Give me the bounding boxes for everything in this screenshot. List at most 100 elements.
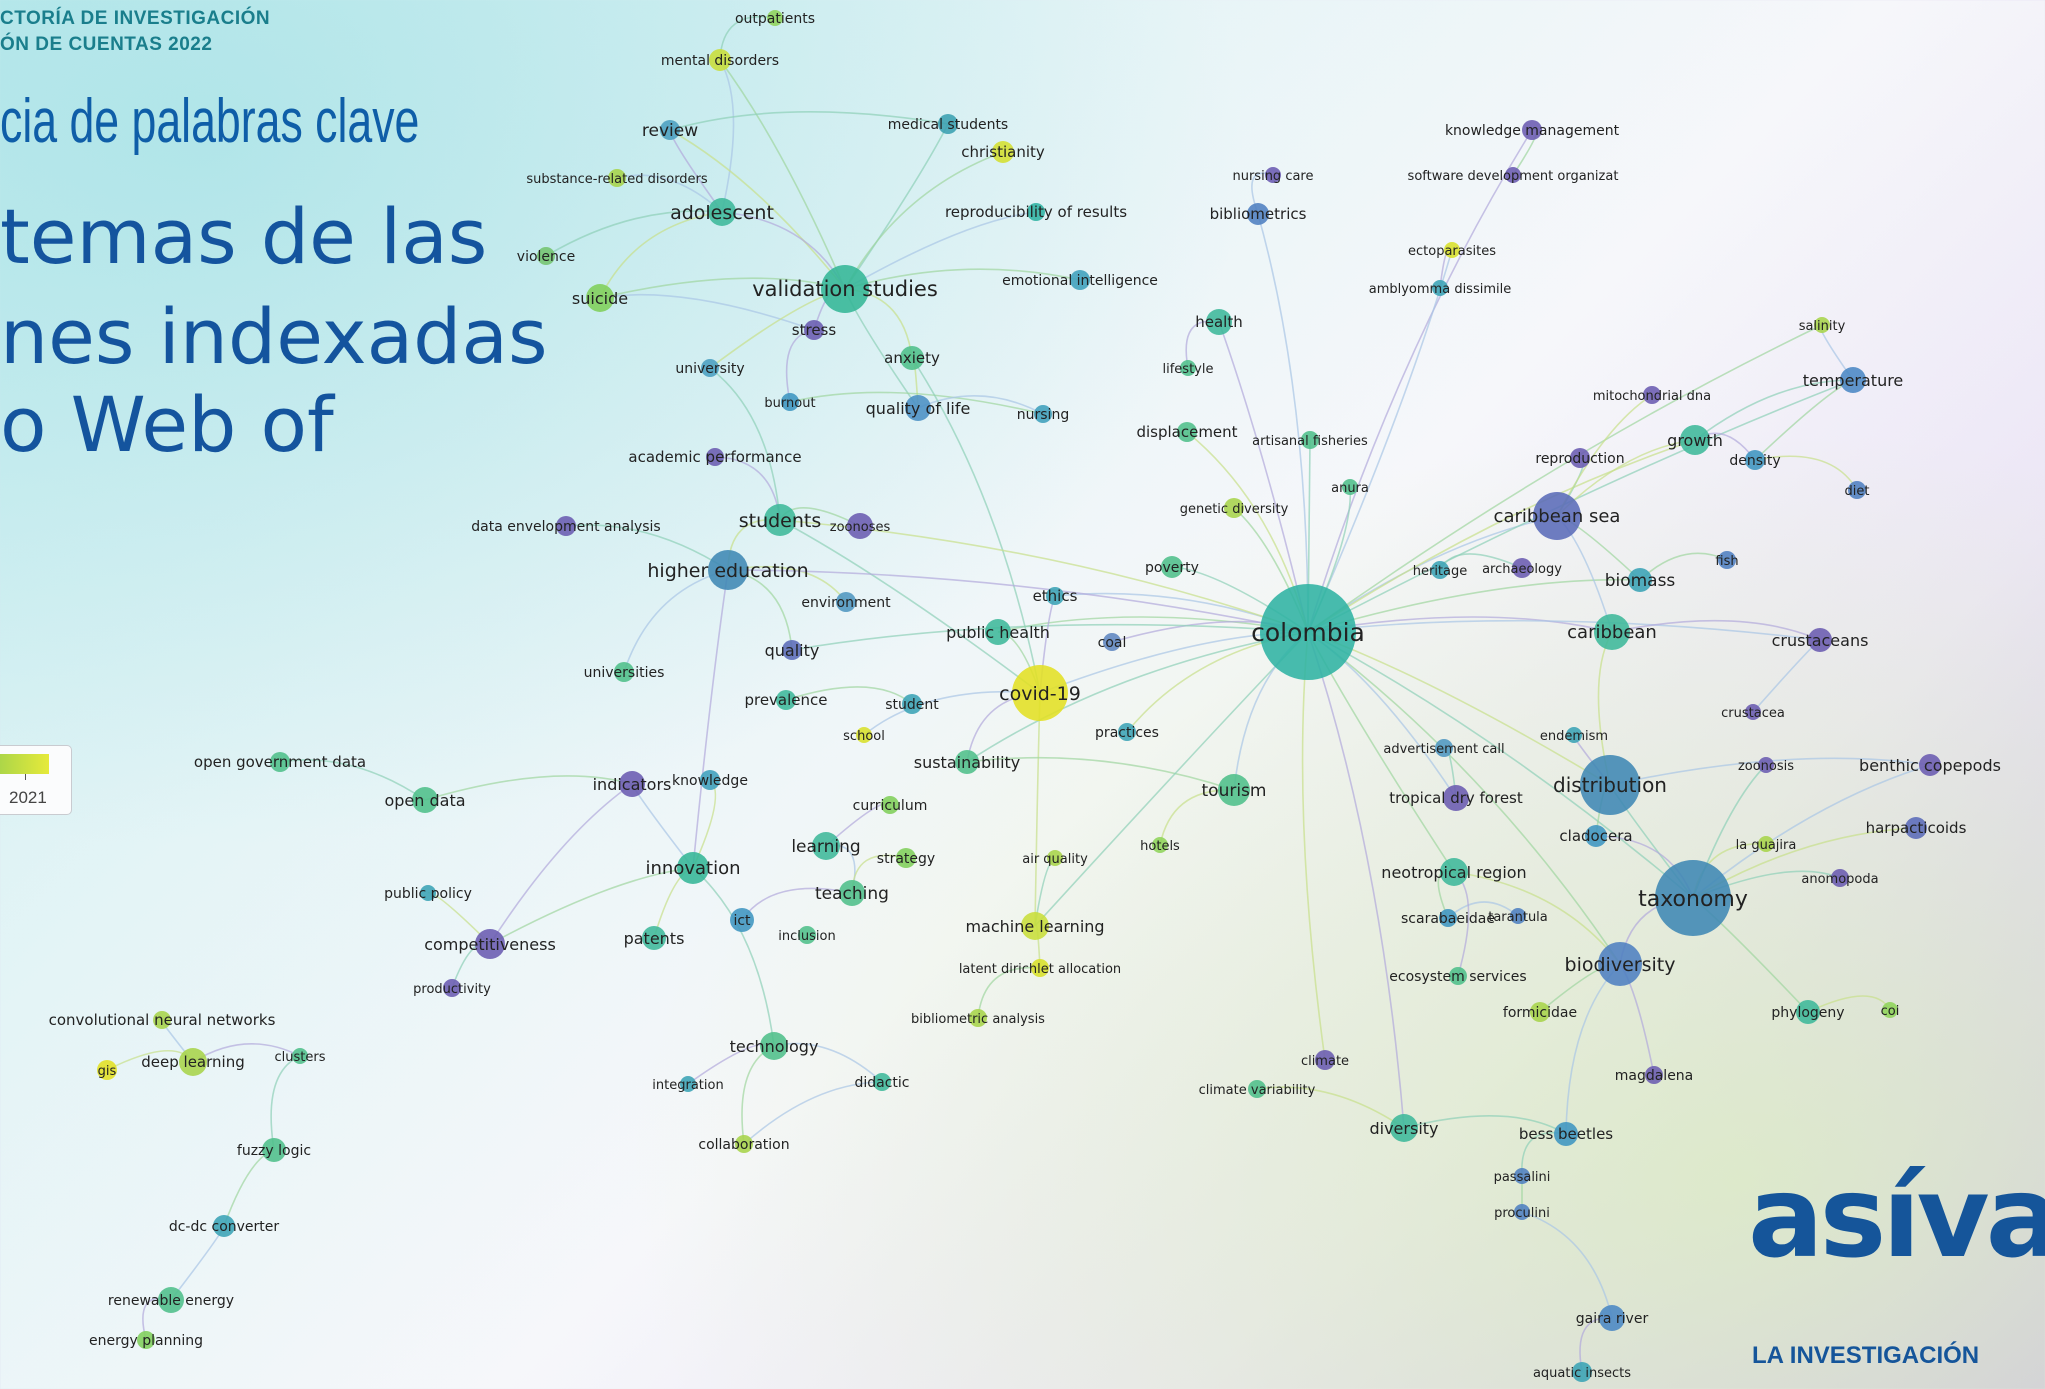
node-student[interactable] — [902, 694, 922, 714]
node-validation[interactable] — [821, 265, 869, 313]
node-formicidae[interactable] — [1530, 1002, 1550, 1022]
node-open_gov[interactable] — [270, 752, 290, 772]
node-outpatients[interactable] — [767, 10, 783, 26]
node-deep_learning[interactable] — [179, 1048, 207, 1076]
node-medical_students[interactable] — [938, 114, 958, 134]
node-tropical_dry[interactable] — [1443, 785, 1469, 811]
node-violence[interactable] — [537, 247, 555, 265]
node-biomass[interactable] — [1628, 568, 1652, 592]
node-higher_ed[interactable] — [708, 550, 748, 590]
node-anura[interactable] — [1342, 479, 1358, 495]
node-competitiveness[interactable] — [475, 929, 505, 959]
node-bibliometric_analysis[interactable] — [969, 1009, 987, 1027]
node-lifestyle[interactable] — [1180, 360, 1196, 376]
node-growth[interactable] — [1680, 425, 1710, 455]
node-reproduction[interactable] — [1570, 448, 1590, 468]
node-integration[interactable] — [680, 1076, 696, 1092]
node-emotional[interactable] — [1070, 270, 1090, 290]
node-nursing[interactable] — [1034, 405, 1052, 423]
node-cladocera[interactable] — [1585, 825, 1607, 847]
node-phylogeny[interactable] — [1796, 1000, 1820, 1024]
node-ectoparasites[interactable] — [1444, 242, 1460, 258]
node-dcdc[interactable] — [213, 1215, 235, 1237]
node-climate[interactable] — [1315, 1050, 1335, 1070]
node-amblyomma[interactable] — [1432, 280, 1448, 296]
node-colombia[interactable] — [1260, 584, 1356, 680]
node-prevalence[interactable] — [776, 690, 796, 710]
node-passalini[interactable] — [1514, 1168, 1530, 1184]
node-biodiversity[interactable] — [1598, 942, 1642, 986]
node-proculini[interactable] — [1514, 1204, 1530, 1220]
node-inclusion[interactable] — [798, 926, 816, 944]
node-aquatic_insects[interactable] — [1572, 1362, 1592, 1382]
node-anxiety[interactable] — [900, 346, 924, 370]
node-density[interactable] — [1745, 450, 1765, 470]
node-coal[interactable] — [1103, 633, 1121, 651]
node-poverty[interactable] — [1161, 556, 1183, 578]
node-scarabaeidae[interactable] — [1439, 909, 1457, 927]
node-renewable[interactable] — [158, 1287, 184, 1313]
node-dea[interactable] — [556, 516, 576, 536]
node-substance[interactable] — [608, 169, 626, 187]
node-lda[interactable] — [1031, 959, 1049, 977]
node-learning[interactable] — [812, 832, 840, 860]
node-indicators[interactable] — [619, 771, 645, 797]
node-stress[interactable] — [804, 320, 824, 340]
node-curriculum[interactable] — [881, 796, 899, 814]
node-neotropical[interactable] — [1440, 858, 1468, 886]
node-hotels[interactable] — [1152, 837, 1168, 853]
node-nursing_care[interactable] — [1265, 167, 1281, 183]
node-quality_of_life[interactable] — [905, 395, 931, 421]
node-ict[interactable] — [730, 908, 754, 932]
node-bess_beetles[interactable] — [1554, 1122, 1578, 1146]
node-magdalena[interactable] — [1645, 1066, 1663, 1084]
node-school[interactable] — [856, 727, 872, 743]
node-christianity[interactable] — [992, 141, 1014, 163]
node-cnn[interactable] — [153, 1011, 171, 1029]
node-sustainability[interactable] — [955, 750, 979, 774]
node-crustacea[interactable] — [1745, 704, 1761, 720]
node-endemism[interactable] — [1566, 727, 1582, 743]
node-diversity[interactable] — [1390, 1114, 1418, 1142]
node-software[interactable] — [1505, 167, 1521, 183]
node-health[interactable] — [1206, 309, 1232, 335]
node-knowledge_mgmt[interactable] — [1522, 120, 1542, 140]
node-burnout[interactable] — [781, 393, 799, 411]
node-machine_learning[interactable] — [1021, 912, 1049, 940]
node-ethics[interactable] — [1046, 587, 1064, 605]
node-genetic_div[interactable] — [1224, 498, 1244, 518]
node-public_policy[interactable] — [420, 885, 436, 901]
node-coi[interactable] — [1882, 1002, 1898, 1018]
node-suicide[interactable] — [586, 284, 614, 312]
node-advertisement[interactable] — [1435, 739, 1453, 757]
node-technology[interactable] — [760, 1032, 788, 1060]
node-la_guajira[interactable] — [1758, 836, 1774, 852]
node-productivity[interactable] — [443, 979, 461, 997]
node-diet[interactable] — [1848, 481, 1866, 499]
node-teaching[interactable] — [839, 880, 865, 906]
node-students[interactable] — [764, 504, 796, 536]
node-innovation[interactable] — [677, 852, 709, 884]
node-academic[interactable] — [706, 448, 724, 466]
node-practices[interactable] — [1118, 723, 1136, 741]
node-energy_planning[interactable] — [137, 1331, 155, 1349]
node-caribbean_sea[interactable] — [1533, 492, 1581, 540]
node-crustaceans[interactable] — [1808, 628, 1832, 652]
node-climate_var[interactable] — [1248, 1080, 1266, 1098]
node-reproducibility[interactable] — [1027, 203, 1045, 221]
node-distribution[interactable] — [1580, 755, 1640, 815]
node-fuzzy[interactable] — [262, 1138, 286, 1162]
node-fish[interactable] — [1718, 551, 1736, 569]
node-salinity[interactable] — [1814, 317, 1830, 333]
node-clusters[interactable] — [292, 1048, 308, 1064]
node-adolescent[interactable] — [708, 198, 736, 226]
node-caribbean[interactable] — [1594, 614, 1630, 650]
node-anomopoda[interactable] — [1831, 869, 1849, 887]
node-universities[interactable] — [614, 662, 634, 682]
node-zoonosis[interactable] — [1758, 757, 1774, 773]
node-harpacticoids[interactable] — [1905, 817, 1927, 839]
node-knowledge[interactable] — [700, 770, 720, 790]
node-bibliometrics[interactable] — [1247, 203, 1269, 225]
node-artisanal[interactable] — [1301, 431, 1319, 449]
node-environment[interactable] — [836, 592, 856, 612]
